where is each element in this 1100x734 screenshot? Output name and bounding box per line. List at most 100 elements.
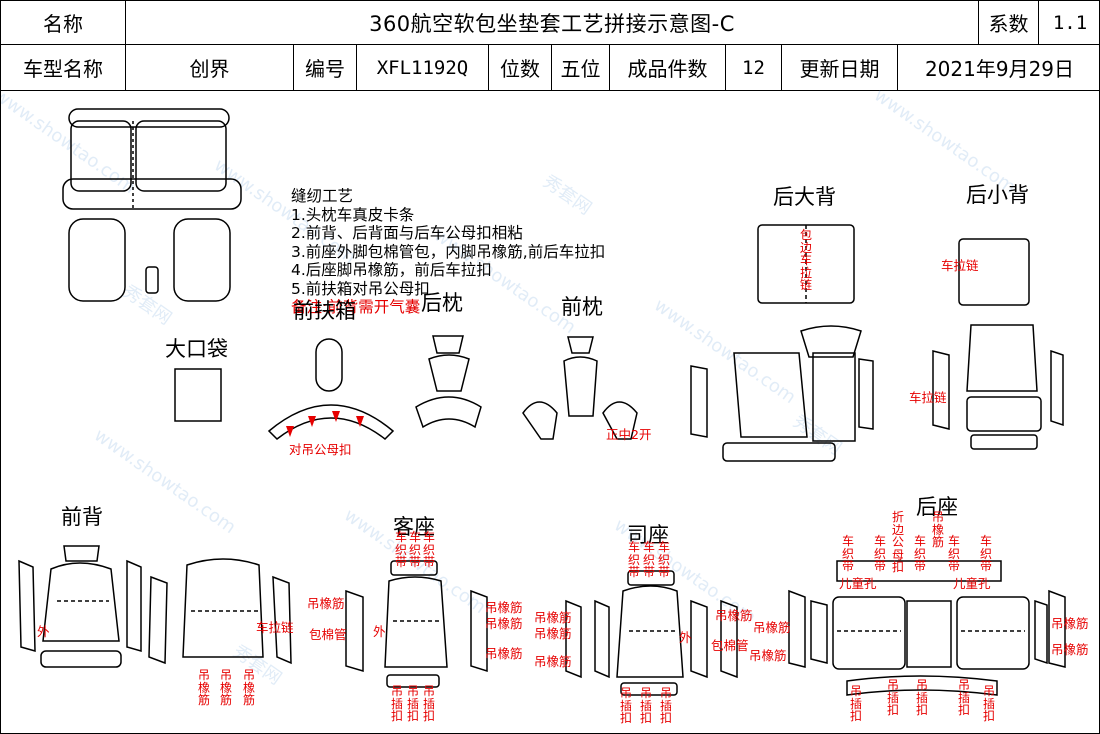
label-elastic: 吊橡筋: [307, 596, 345, 611]
model-value: 创界: [126, 45, 294, 90]
label-hang-clip: 吊插扣: [915, 678, 928, 717]
model-label: 车型名称: [1, 45, 126, 90]
pattern-drawing: [18, 108, 1066, 696]
pieces-value: 12: [726, 45, 782, 90]
label-elastic: 吊橡筋: [242, 668, 255, 707]
header-row-2: 车型名称 创界 编号 XFL1192Q 位数 五位 成品件数 12 更新日期 2…: [1, 45, 1099, 91]
seats-label: 位数: [489, 45, 552, 90]
note-item: 5.前扶箱对吊公母扣: [291, 279, 430, 298]
label-hang-clip: 吊插扣: [406, 684, 419, 723]
label-elastic: 吊橡筋: [1051, 616, 1089, 631]
section-title-front-pillow: 前枕: [561, 295, 603, 319]
date-label: 更新日期: [782, 45, 898, 90]
date-value: 2021年9月29日: [924, 57, 1075, 81]
label-elastic: 吊橡筋: [534, 654, 572, 669]
code-value: XFL1192Q: [357, 45, 489, 90]
driver-seat-pattern: [565, 570, 738, 696]
label-pillow-open: 正中2开: [606, 427, 652, 442]
label-zipper-edge: 包边车拉链: [799, 228, 812, 292]
section-title-front-back: 前背: [61, 505, 103, 529]
label-elastic: 吊橡筋: [715, 608, 753, 623]
name-label: 名称: [1, 1, 126, 44]
label-hang-clip: 吊插扣: [390, 684, 403, 723]
label-elastic: 吊橡筋: [485, 616, 523, 631]
label-elastic: 吊橡筋: [749, 648, 787, 663]
note-item: 1.头枕车真皮卡条: [291, 205, 415, 224]
label-elastic: 吊橡筋: [534, 610, 572, 625]
section-title-rear-big-back: 后大背: [773, 185, 836, 209]
front-back-pattern: [18, 545, 292, 668]
label-outer: 外: [679, 630, 692, 645]
document-title: 360航空软包坐垫套工艺拼接示意图-C: [126, 1, 979, 44]
armrest-pattern: [267, 338, 395, 440]
note-item: 4.后座脚吊橡筋，前后车拉扣: [291, 261, 492, 279]
passenger-seat-pattern: [345, 560, 488, 688]
section-title-pocket: 大口袋: [165, 337, 228, 361]
seat-overview-sketch: [62, 108, 242, 302]
code-label: 编号: [294, 45, 357, 90]
label-pull-chain: 车拉链: [256, 620, 294, 635]
label-child-hole: 儿童孔: [953, 576, 991, 591]
label-hang-clip: 吊插扣: [886, 678, 899, 717]
drawing-area: www.showtao.com www.showtao.com www.show…: [1, 85, 1099, 733]
label-sew-band: 车织带: [642, 540, 655, 579]
label-sew-band: 车织带: [394, 530, 407, 569]
label-elastic: 吊橡筋: [485, 646, 523, 661]
label-sew-band: 车织带: [422, 530, 435, 569]
label-hang-clip: 吊插扣: [619, 686, 632, 725]
label-hang-clip: 吊插扣: [982, 684, 995, 723]
section-title-armrest: 前扶箱: [293, 299, 356, 323]
label-sew-band: 车织带: [408, 530, 421, 569]
label-outer: 外: [373, 624, 386, 639]
label-elastic: 吊橡筋: [931, 510, 944, 549]
label-elastic: 吊橡筋: [1051, 642, 1089, 657]
label-armrest-snap: 对吊公母扣: [289, 442, 352, 457]
label-sew-band: 车织带: [657, 540, 670, 579]
section-title-passenger-seat: 客座: [393, 515, 435, 539]
label-child-hole: 儿童孔: [839, 576, 877, 591]
section-title-rear-small-back: 后小背: [966, 183, 1029, 207]
label-hang-clip: 吊插扣: [659, 686, 672, 725]
label-cotton-tube: 包棉管: [309, 627, 347, 642]
header-row-1: 名称 360航空软包坐垫套工艺拼接示意图-C 系数 1.1: [1, 1, 1099, 45]
label-hang-clip: 吊插扣: [639, 686, 652, 725]
label-hang-clip: 吊插扣: [849, 684, 862, 723]
label-elastic: 吊橡筋: [753, 620, 791, 635]
section-title-driver-seat: 司座: [627, 523, 669, 547]
rear-seat-pattern: [788, 560, 1066, 696]
rear-big-back-pattern: [690, 224, 874, 462]
label-elastic: 吊橡筋: [219, 668, 232, 707]
label-elastic: 吊橡筋: [197, 668, 210, 707]
section-title-rear-seat: 后座: [916, 495, 958, 519]
rear-pillow-pattern: [415, 335, 482, 429]
label-cotton-tube: 包棉管: [711, 638, 749, 653]
pocket-piece: [174, 368, 222, 422]
notes-heading: 缝纫工艺: [291, 187, 354, 205]
label-sew-band: 车织带: [913, 534, 926, 573]
front-pillow-pattern: [522, 336, 638, 440]
label-outer: 外: [37, 624, 50, 639]
coef-label: 系数: [979, 1, 1039, 44]
section-title-rear-pillow: 后枕: [421, 291, 463, 315]
label-sew-band: 车织带: [979, 534, 992, 573]
pieces-label: 成品件数: [610, 45, 726, 90]
label-sew-band: 车织带: [627, 540, 640, 579]
coef-value: 1.1: [1052, 11, 1088, 34]
label-rear-small-pull: 车拉链: [909, 390, 947, 405]
note-item: 3.前座外脚包棉管包，内脚吊橡筋,前后车拉扣: [291, 242, 606, 261]
label-elastic: 吊橡筋: [485, 600, 523, 615]
label-elastic: 吊橡筋: [534, 626, 572, 641]
label-sew-band: 车织带: [873, 534, 886, 573]
label-small-back-pull: 车拉链: [941, 258, 979, 273]
label-sew-band: 车织带: [841, 534, 854, 573]
armrest-arrows: [286, 411, 364, 437]
seats-value: 五位: [552, 45, 610, 90]
label-sew-band: 车织带: [947, 534, 960, 573]
note-remark: 备注:前背需开气囊: [291, 298, 421, 316]
sewing-notes: 缝纫工艺 1.头枕车真皮卡条 2.前背、后背面与后车公母扣相粘 3.前座外脚包棉…: [291, 187, 605, 317]
note-item: 2.前背、后背面与后车公母扣相粘: [291, 224, 523, 242]
label-fold-edge: 折边公母扣: [891, 510, 904, 574]
rear-small-back-pattern: [932, 238, 1064, 450]
label-hang-clip: 吊插扣: [422, 684, 435, 723]
